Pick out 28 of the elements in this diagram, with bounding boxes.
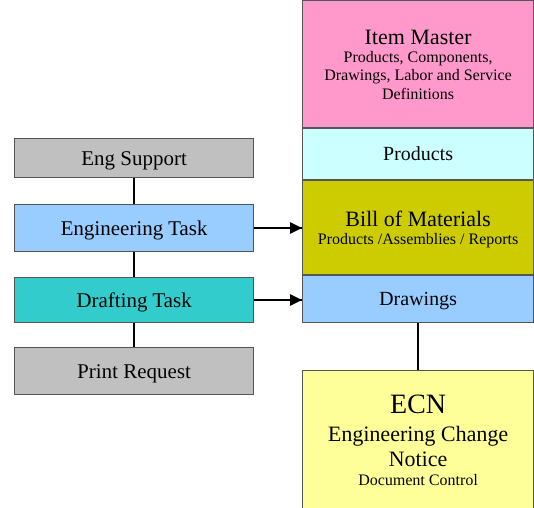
- box-title: Item Master: [364, 24, 472, 50]
- connector-line: [133, 178, 135, 204]
- process-box: [302, 370, 534, 508]
- connector-line: [133, 252, 135, 277]
- process-box: [302, 0, 534, 128]
- box-text: Document Control: [357, 472, 479, 490]
- process-box: [302, 180, 534, 275]
- process-box: [302, 275, 534, 323]
- box-title: Eng Support: [80, 146, 188, 170]
- connector-line: [417, 323, 419, 370]
- box-text: Products, Components, Drawings, Labor and Service Definitions: [323, 49, 513, 104]
- arrow: [254, 222, 302, 234]
- box-title: Drawings: [378, 288, 458, 310]
- box-title: Drafting Task: [75, 288, 193, 312]
- box-title: Print Request: [76, 358, 192, 384]
- box-title: ECN: [389, 388, 447, 422]
- arrow: [254, 294, 302, 306]
- box-text: Products /Assemblies / Reports: [316, 230, 520, 250]
- box-title: Products: [382, 142, 454, 166]
- process-box: [302, 128, 534, 180]
- box-text: Engineering Change Notice: [326, 421, 510, 472]
- process-box: [14, 347, 254, 395]
- box-title: Bill of Materials: [344, 206, 492, 231]
- process-box: [14, 138, 254, 178]
- process-box: [14, 204, 254, 252]
- connector-line: [133, 323, 135, 347]
- box-title: Engineering Task: [60, 216, 208, 240]
- process-box: [14, 277, 254, 323]
